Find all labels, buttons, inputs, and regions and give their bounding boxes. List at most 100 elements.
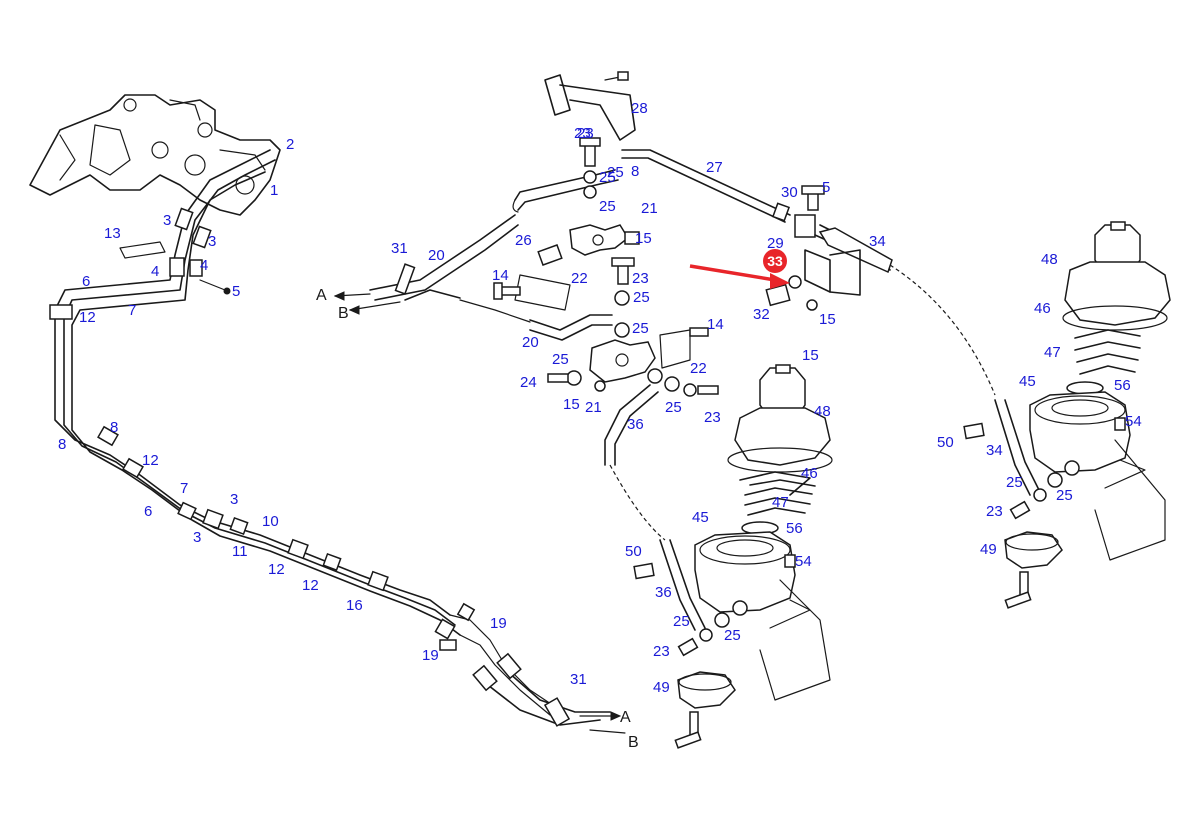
callout-8: 8 [631,163,639,180]
callout-47: 47 [772,494,789,511]
bracket-29-34-assembly [765,185,996,396]
callout-12: 12 [302,577,319,594]
callout-3: 3 [230,491,238,508]
callout-23: 23 [653,643,670,660]
callout-12: 12 [142,452,159,469]
callout-13: 13 [104,225,121,242]
callout-20: 20 [428,247,445,264]
callout-19: 19 [490,615,507,632]
callout-24: 24 [520,374,537,391]
callout-27: 27 [706,159,723,176]
callout-4: 4 [200,257,208,274]
callout-25: 25 [607,164,624,181]
callout-46: 46 [801,465,818,482]
callout-15: 15 [635,230,652,247]
callout-48: 48 [814,403,831,420]
callout-5: 5 [822,179,830,196]
callout-50: 50 [937,434,954,451]
filter-assembly-center [633,364,833,749]
callout-15: 15 [819,311,836,328]
callout-25: 25 [632,320,649,337]
hose-36 [604,384,666,541]
callout-49: 49 [980,541,997,558]
callout-6: 6 [144,503,152,520]
upper-tee-assembly [493,137,640,338]
callout-3: 3 [208,233,216,250]
callout-19: 19 [422,647,439,664]
callout-25: 25 [599,169,616,186]
flow-label-a-left: A [316,287,327,304]
callout-14: 14 [492,267,509,284]
flow-arrows-left: A B [316,287,401,322]
hose-20-upper [369,214,519,301]
callout-1: 1 [270,182,278,199]
callout-25: 25 [552,351,569,368]
engine-bracket [29,94,281,216]
callout-49: 49 [653,679,670,696]
callout-25: 25 [599,198,616,215]
callout-23: 23 [577,125,594,142]
callout-15: 15 [802,347,819,364]
bracket-28 [544,71,636,141]
highlighted-part-badge[interactable]: 33 [763,249,787,273]
callout-20: 20 [522,334,539,351]
callout-21: 21 [585,399,602,416]
callout-7: 7 [128,302,136,319]
callout-11: 11 [232,543,248,560]
callout-56: 56 [786,520,803,537]
callout-4: 4 [151,263,159,280]
flow-label-b-right: B [628,734,639,751]
callout-14: 14 [707,316,724,333]
highlight-pointer-arrow [689,264,790,289]
callout-50: 50 [625,543,642,560]
callout-26: 26 [515,232,532,249]
callout-29: 29 [767,235,784,252]
callout-45: 45 [692,509,709,526]
callout-28: 28 [631,100,648,117]
callout-34: 34 [986,442,1003,459]
callout-16: 16 [346,597,363,614]
callout-23: 23 [574,125,591,142]
callout-12: 12 [268,561,285,578]
callout-23: 23 [632,270,649,287]
callout-25: 25 [633,289,650,306]
callout-46: 46 [1034,300,1051,317]
callout-23: 23 [704,409,721,426]
filter-assembly-right [963,221,1171,609]
callout-47: 47 [1044,344,1061,361]
flow-arrows-right: A B [579,709,639,751]
callout-7: 7 [180,480,188,497]
callout-25: 25 [724,627,741,644]
callout-2: 2 [286,136,294,153]
callout-30: 30 [781,184,798,201]
callout-25: 25 [665,399,682,416]
hose-20-lower [459,299,613,341]
callout-48: 48 [1041,251,1058,268]
callout-3: 3 [193,529,201,546]
callout-10: 10 [262,513,279,530]
callout-36: 36 [655,584,672,601]
callout-32: 32 [753,306,770,323]
callout-25: 25 [1006,474,1023,491]
highlighted-part-number: 33 [767,253,783,269]
flow-label-a-right: A [620,709,631,726]
callout-21: 21 [641,200,658,217]
callout-8: 8 [110,419,118,436]
callout-56: 56 [1114,377,1131,394]
callout-15: 15 [563,396,580,413]
callout-3: 3 [163,212,171,229]
callout-8: 8 [58,436,66,453]
lower-tee-assembly [547,327,719,397]
callout-31: 31 [570,671,587,688]
callout-22: 22 [690,360,707,377]
callout-36: 36 [627,416,644,433]
callout-22: 22 [571,270,588,287]
callout-6: 6 [82,273,90,290]
callout-54: 54 [1125,413,1142,430]
callout-12: 12 [79,309,96,326]
callout-34: 34 [869,233,886,250]
callout-54: 54 [795,553,812,570]
callout-45: 45 [1019,373,1036,390]
